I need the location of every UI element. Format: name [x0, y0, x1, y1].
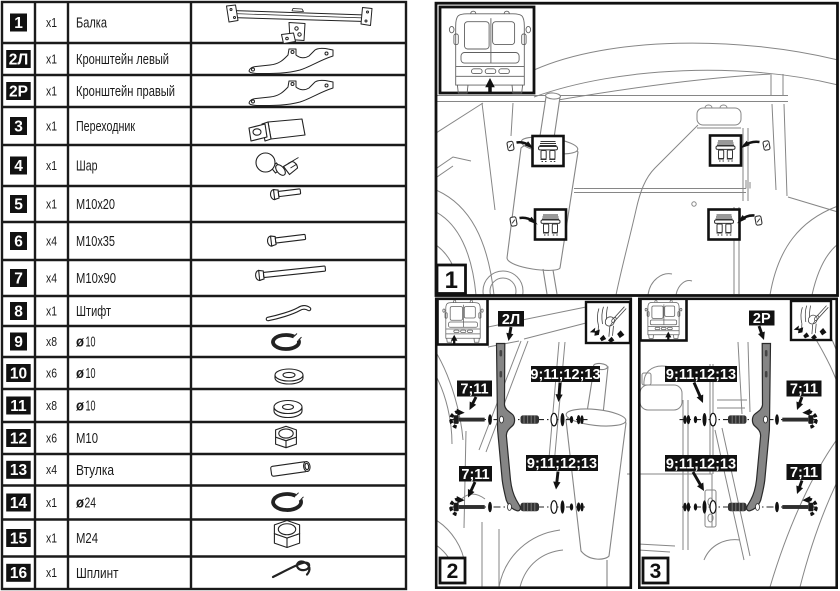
- svg-text:4: 4: [14, 158, 23, 175]
- svg-text:7;11: 7;11: [790, 465, 818, 481]
- svg-text:9;11;12;13: 9;11;12;13: [666, 367, 736, 383]
- svg-text:ø: ø: [76, 398, 85, 415]
- svg-text:x1: x1: [46, 52, 57, 67]
- svg-text:1: 1: [14, 15, 23, 32]
- svg-text:x1: x1: [46, 304, 57, 319]
- svg-text:Штифт: Штифт: [76, 304, 111, 320]
- svg-text:2: 2: [447, 560, 459, 583]
- svg-text:10: 10: [10, 366, 27, 383]
- svg-text:9: 9: [14, 334, 23, 351]
- svg-text:7;11: 7;11: [460, 382, 488, 398]
- svg-text:x4: x4: [46, 234, 57, 249]
- svg-text:12: 12: [10, 431, 27, 448]
- svg-text:Переходник: Переходник: [76, 119, 135, 135]
- svg-text:14: 14: [10, 495, 28, 512]
- svg-text:1: 1: [445, 267, 458, 294]
- svg-text:9;11;12;13: 9;11;12;13: [527, 456, 597, 472]
- svg-text:2Л: 2Л: [9, 52, 29, 69]
- svg-text:Шплинт: Шплинт: [76, 566, 119, 582]
- svg-text:ø: ø: [76, 365, 85, 382]
- svg-text:7: 7: [14, 271, 23, 288]
- svg-text:16: 16: [10, 565, 28, 582]
- svg-text:М10х35: М10х35: [76, 234, 115, 250]
- svg-text:М10: М10: [76, 431, 98, 447]
- svg-text:x6: x6: [46, 366, 57, 381]
- svg-text:6: 6: [14, 234, 23, 251]
- svg-text:3: 3: [650, 560, 662, 583]
- svg-text:10: 10: [86, 399, 96, 415]
- svg-text:ø: ø: [76, 334, 85, 351]
- svg-text:x8: x8: [46, 398, 57, 413]
- svg-text:x1: x1: [46, 531, 57, 546]
- svg-text:7;11: 7;11: [461, 467, 489, 483]
- svg-text:Балка: Балка: [76, 16, 108, 32]
- svg-text:2Р: 2Р: [9, 84, 28, 101]
- svg-text:М10х20: М10х20: [76, 197, 115, 213]
- svg-text:x1: x1: [46, 158, 57, 173]
- svg-text:ø: ø: [76, 495, 85, 512]
- svg-text:x1: x1: [46, 15, 57, 30]
- svg-text:x1: x1: [46, 84, 57, 99]
- svg-text:8: 8: [14, 304, 23, 321]
- svg-text:Шар: Шар: [76, 159, 98, 175]
- svg-text:x1: x1: [46, 565, 57, 580]
- svg-text:3: 3: [14, 119, 23, 136]
- svg-text:Кронштейн правый: Кронштейн правый: [76, 84, 175, 100]
- svg-text:Кронштейн левый: Кронштейн левый: [76, 52, 169, 68]
- svg-text:x8: x8: [46, 334, 57, 349]
- svg-text:5: 5: [14, 197, 23, 214]
- svg-text:2Р: 2Р: [753, 311, 771, 327]
- svg-text:13: 13: [10, 462, 28, 479]
- svg-text:10: 10: [86, 366, 96, 382]
- svg-text:x1: x1: [46, 197, 57, 212]
- svg-text:24: 24: [85, 496, 97, 512]
- svg-text:М10х90: М10х90: [76, 271, 116, 287]
- svg-text:М24: М24: [76, 531, 98, 547]
- svg-text:x4: x4: [46, 271, 57, 286]
- svg-text:2Л: 2Л: [502, 312, 520, 328]
- svg-text:10: 10: [86, 335, 96, 351]
- svg-text:x6: x6: [46, 431, 57, 446]
- svg-text:x1: x1: [46, 119, 57, 134]
- svg-text:Втулка: Втулка: [76, 463, 115, 479]
- svg-text:9;11;12;13: 9;11;12;13: [530, 367, 600, 383]
- svg-text:9;11;12;13: 9;11;12;13: [666, 457, 736, 473]
- svg-text:15: 15: [10, 531, 28, 548]
- svg-text:11: 11: [10, 398, 27, 415]
- svg-text:x4: x4: [46, 462, 57, 477]
- svg-text:x1: x1: [46, 495, 57, 510]
- svg-text:7;11: 7;11: [790, 382, 818, 398]
